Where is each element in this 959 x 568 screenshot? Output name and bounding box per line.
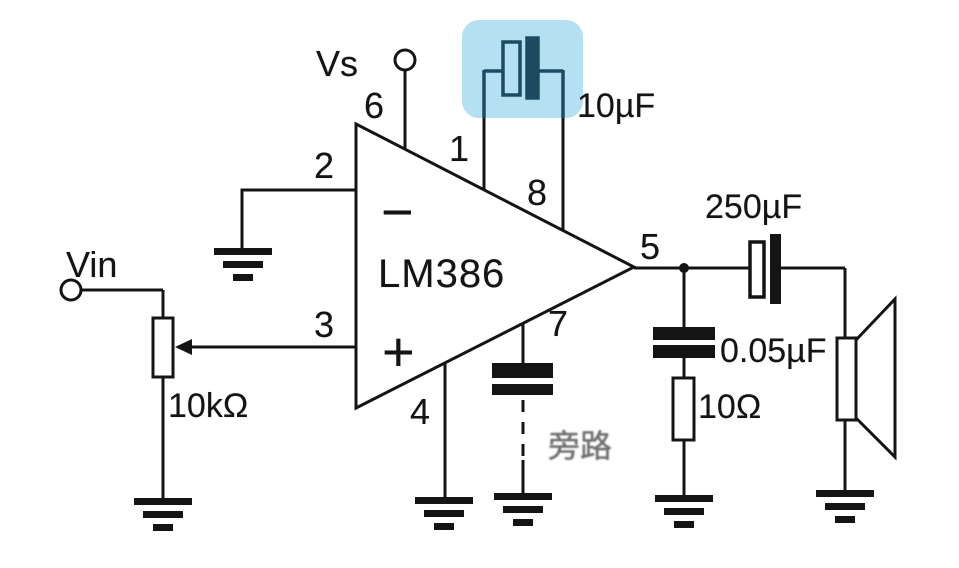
ic-name-label: LM386 bbox=[378, 252, 506, 296]
supply-terminal bbox=[393, 48, 417, 149]
gain-capacitor-value: 10µF bbox=[577, 87, 656, 125]
pin1-pin8-leads bbox=[482, 118, 565, 231]
ground-icon bbox=[134, 498, 192, 531]
wiper-arrow-icon bbox=[175, 339, 192, 355]
pin3-label: 3 bbox=[314, 304, 335, 345]
gain-capacitor[interactable] bbox=[482, 36, 565, 118]
capacitor-plate-hollow-icon bbox=[501, 40, 522, 97]
zobel-network bbox=[653, 268, 715, 495]
highlight-selection-box[interactable] bbox=[462, 20, 583, 118]
resistor-icon bbox=[671, 376, 696, 442]
pin2-label: 2 bbox=[314, 145, 335, 186]
opamp-triangle bbox=[354, 121, 638, 411]
speaker-cone-icon bbox=[854, 295, 897, 461]
bypass-capacitor bbox=[492, 324, 553, 493]
bypass-note-label: 旁路 bbox=[548, 428, 613, 464]
capacitor-plate-solid-icon bbox=[525, 36, 540, 100]
ground-icon bbox=[655, 495, 713, 528]
zobel-resistor-value: 10Ω bbox=[698, 388, 762, 426]
pin8-label: 8 bbox=[527, 172, 548, 213]
potentiometer bbox=[151, 316, 175, 498]
pin7-label: 7 bbox=[548, 303, 569, 344]
output-wire bbox=[634, 263, 847, 338]
capacitor-plate-solid-icon bbox=[770, 234, 781, 304]
output-capacitor bbox=[748, 234, 781, 304]
speaker-driver-icon bbox=[835, 336, 858, 422]
wiper-wire bbox=[175, 339, 356, 355]
zobel-capacitor-value: 0.05µF bbox=[720, 332, 827, 370]
ground-icon bbox=[816, 490, 874, 523]
ground-icon bbox=[494, 493, 552, 526]
noninverting-input-symbol: + bbox=[382, 320, 415, 383]
pin6-label: 6 bbox=[364, 85, 385, 126]
ground-icon bbox=[214, 248, 272, 281]
terminal-circle-icon bbox=[393, 48, 417, 72]
input-terminal bbox=[59, 278, 165, 318]
ground-icon bbox=[415, 497, 473, 530]
capacitor-plate-hollow-icon bbox=[748, 240, 766, 299]
input-label: Vin bbox=[66, 244, 118, 285]
speaker bbox=[835, 295, 897, 490]
output-capacitor-value: 250µF bbox=[705, 188, 803, 226]
potentiometer-value: 10kΩ bbox=[168, 387, 249, 425]
inverting-input-symbol: − bbox=[381, 180, 414, 243]
pin4-label: 4 bbox=[410, 391, 431, 432]
pin5-label: 5 bbox=[640, 226, 661, 267]
pin2-ground-wire bbox=[240, 188, 356, 248]
supply-label: Vs bbox=[316, 43, 359, 84]
pin1-label: 1 bbox=[449, 128, 470, 169]
